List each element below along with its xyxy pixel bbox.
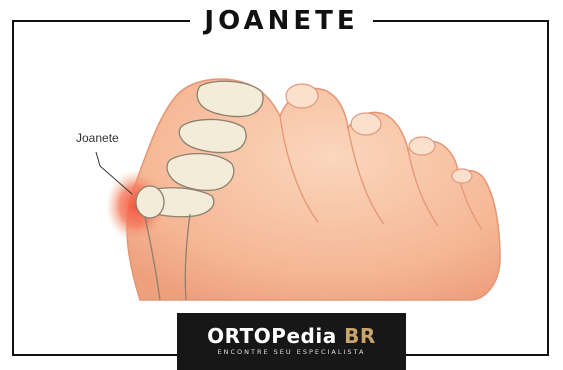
joanete-callout-label: Joanete <box>76 131 119 145</box>
bunion-bone <box>136 186 164 218</box>
toenail <box>286 84 318 108</box>
toenail <box>409 137 435 155</box>
toenail <box>452 169 472 183</box>
brand-name-main: ORTOPedia <box>207 324 337 348</box>
brand-name: ORTOPedia BR <box>177 325 406 347</box>
brand-logo: ORTOPedia BR ENCONTRE SEU ESPECIALISTA <box>177 313 406 370</box>
brand-tagline: ENCONTRE SEU ESPECIALISTA <box>177 348 406 356</box>
toenail <box>351 113 381 135</box>
brand-name-accent: BR <box>344 324 376 348</box>
